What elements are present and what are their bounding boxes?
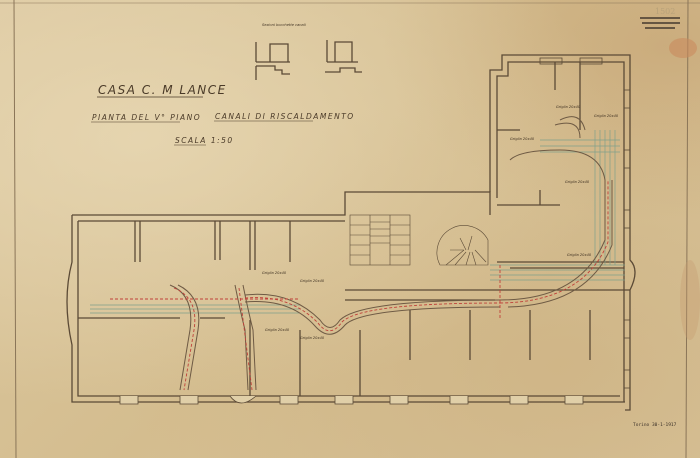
stain	[680, 260, 700, 340]
stamp-line	[640, 17, 680, 19]
grille-label: Griglia 20x40	[510, 137, 535, 141]
grille-label: Griglia 20x40	[265, 328, 290, 332]
heating-ducts-red	[110, 180, 609, 391]
drawing-title: CASA C. M LANCE	[98, 83, 227, 97]
drawing-subtitle: PIANTA DEL V° PIANO	[92, 113, 201, 122]
grille-label: Griglia 20x40	[300, 336, 325, 340]
grille-label: Griglia 20x40	[262, 271, 287, 275]
staircase	[349, 214, 489, 266]
date-note: Torino 30-1-1917	[633, 422, 677, 428]
border-right	[685, 0, 689, 458]
heating-ducts	[169, 116, 613, 391]
window-bays	[119, 395, 584, 405]
drawing-topic: CANALI DI RISCALDAMENTO	[215, 112, 355, 121]
grille-label: Griglia 20x40	[567, 253, 592, 257]
grille-label: Griglia 20x40	[594, 114, 619, 118]
grille-label: Griglia 20x40	[565, 180, 590, 184]
border-left	[13, 0, 17, 458]
stamp-line	[645, 27, 675, 29]
stain	[669, 38, 697, 58]
interior-walls	[78, 62, 630, 396]
grille-label: Griglia 20x40	[556, 105, 581, 109]
section-details	[255, 40, 362, 80]
windows	[539, 57, 631, 389]
archive-number: 1502	[655, 7, 675, 16]
drawing-scale: SCALA 1:50	[175, 136, 234, 145]
stamp-line	[642, 22, 680, 24]
detail-caption: Sezioni bocchette canali	[262, 23, 306, 27]
grille-label: Griglia 20x40	[300, 279, 325, 283]
building-plan: Griglia 20x40 Griglia 20x40 Griglia 20x4…	[66, 54, 636, 411]
